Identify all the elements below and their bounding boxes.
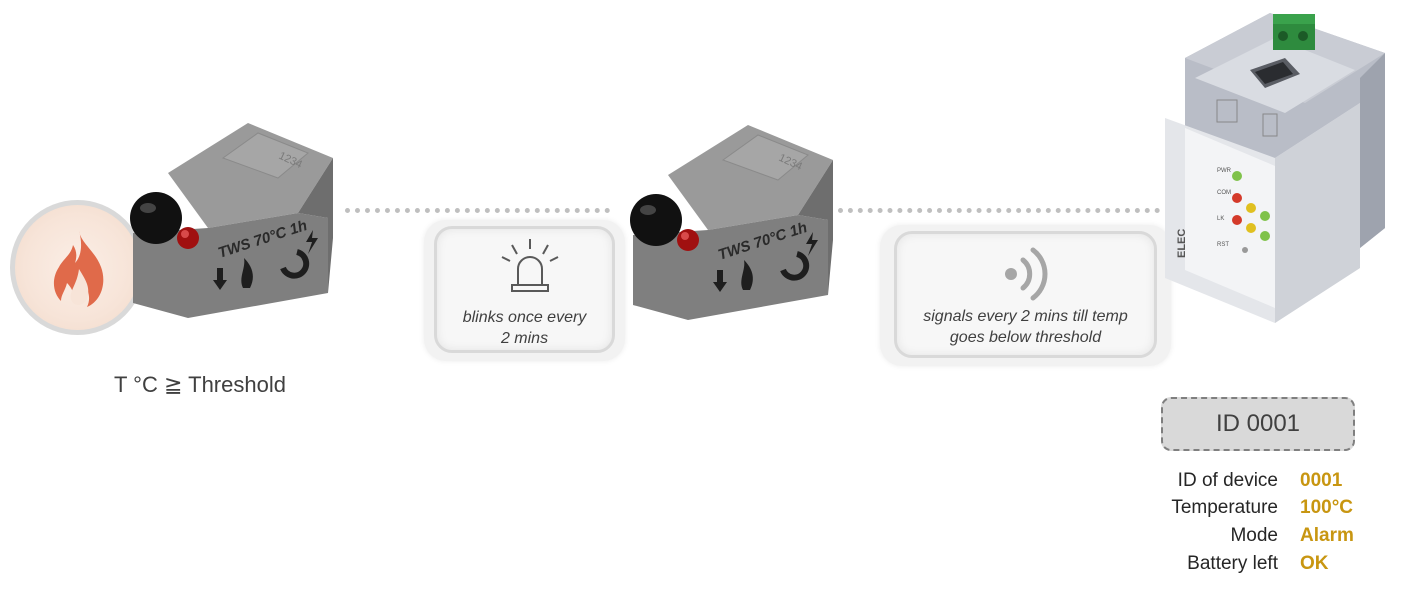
threshold-label: T °C ≧ Threshold [114,372,286,397]
device-id-badge: ID 0001 [1161,397,1355,451]
lightning-icon [806,232,818,256]
signal-text-line-2: goes below threshold [949,329,1102,346]
gateway-brand: ELEC [1176,229,1188,258]
sensor-red-led [177,227,199,249]
sensor-red-led [677,229,699,251]
alarm-light-icon [501,239,559,292]
info-label-temperature: Temperature [1171,497,1278,518]
signal-info-box: signals every 2 mins till temp goes belo… [880,225,1171,366]
gateway-led-com [1232,193,1242,203]
magnet-icon [280,249,310,279]
sensor-cap [130,192,182,244]
gateway-device: ELEC PWR COM LK RST [1155,8,1385,333]
fire-icon-circle [10,200,145,335]
magnet-icon [780,251,810,281]
svg-text:PWR: PWR [1217,168,1232,174]
arrow-down-icon [713,270,727,292]
info-value-temperature: 100°C [1300,497,1354,518]
svg-text:LK: LK [1217,216,1224,222]
arrow-down-icon [213,268,227,290]
wireless-signal-icon [1005,247,1048,301]
flame-icon [241,258,253,288]
info-label-mode: Mode [1230,525,1278,546]
info-value-battery: OK [1300,553,1329,574]
svg-text:RST: RST [1217,242,1229,248]
temperature-sensor-1: 1234 TWS 70°C 1h [128,118,338,323]
svg-text:COM: COM [1217,190,1231,196]
blink-text-line-2: 2 mins [500,330,549,347]
info-value-id: 0001 [1300,470,1343,491]
info-label-id: ID of device [1177,470,1278,491]
fire-icon [53,231,104,307]
gateway-led-pwr [1232,171,1242,181]
info-label-battery: Battery left [1187,553,1278,574]
blink-text-line-1: blinks once every [462,309,587,326]
connection-dots-2 [838,208,1160,213]
blink-info-box: blinks once every 2 mins [424,220,625,361]
sensor-cap [630,194,682,246]
connection-dots-1 [345,208,610,213]
info-value-mode: Alarm [1300,525,1354,546]
flame-icon [741,260,753,290]
lightning-icon [306,230,318,254]
signal-text-line-1: signals every 2 mins till temp [923,308,1128,325]
temperature-sensor-2: 1234 TWS 70°C 1h [628,120,838,325]
